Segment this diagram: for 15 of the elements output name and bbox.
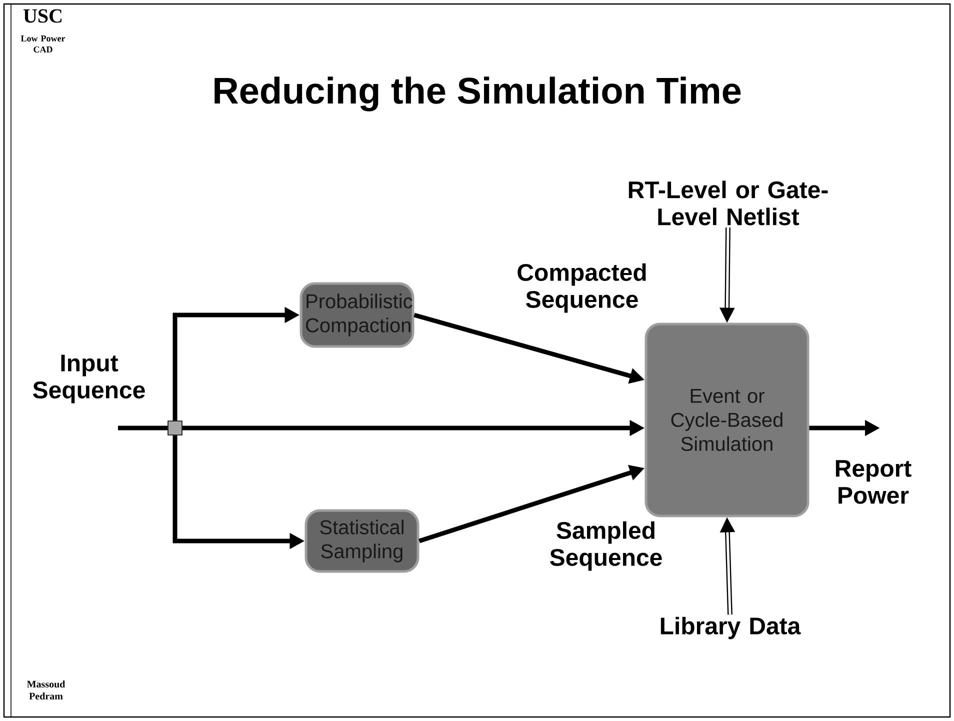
author-name: Massoud Pedram xyxy=(27,680,66,700)
input-text: Library Data xyxy=(660,616,801,640)
process-box: Statistical Sampling xyxy=(304,509,420,573)
subtitle: Low Power CAD xyxy=(20,36,66,52)
connector-line xyxy=(118,426,168,430)
edge-label: Compacted Sequence xyxy=(518,263,646,313)
edge-label: Report Power xyxy=(836,460,912,504)
junction-square xyxy=(168,420,182,436)
simulation-box: Event or Cycle-Based Simulation xyxy=(644,322,810,518)
input-text: Input Sequence xyxy=(33,354,145,404)
input-text: RT-Level or Gate-Level Netlist xyxy=(628,180,828,226)
process-box: Probabilistic Compaction xyxy=(300,282,414,348)
affiliation-text: USC xyxy=(24,9,62,23)
title: Reducing the Simulation Time xyxy=(214,76,741,112)
edge-label: Sampled Sequence xyxy=(550,521,662,571)
